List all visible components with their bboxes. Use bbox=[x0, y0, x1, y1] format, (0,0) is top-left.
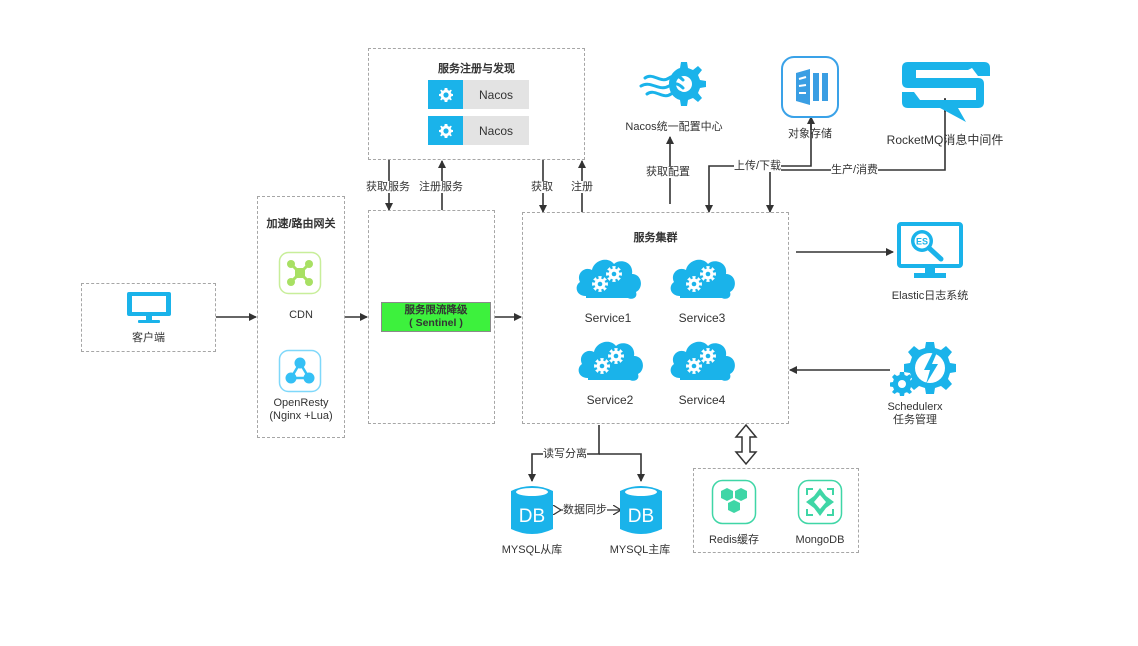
scheduler-gear-icon[interactable] bbox=[890, 338, 962, 400]
edge-label-rw-split: 读写分离 bbox=[543, 448, 587, 460]
gear-icon bbox=[438, 87, 453, 102]
nacos-label: Nacos bbox=[463, 116, 529, 145]
edge-label-register: 注册 bbox=[571, 181, 593, 193]
cluster-title: 服务集群 bbox=[633, 232, 678, 244]
elastic-search-icon[interactable]: ES bbox=[896, 221, 964, 283]
nacos-config-icon[interactable] bbox=[637, 58, 713, 114]
cluster-box: 服务集群 bbox=[522, 212, 789, 424]
sentinel-box bbox=[368, 210, 495, 424]
rocketmq-icon[interactable] bbox=[900, 58, 992, 124]
db-slave-label: MYSQL从库 bbox=[501, 544, 563, 556]
client-label: 客户端 bbox=[132, 332, 165, 344]
nacos-instance-2[interactable]: Nacos bbox=[428, 116, 529, 145]
cdn-label: CDN bbox=[289, 309, 313, 321]
edge-label-get: 获取 bbox=[531, 181, 553, 193]
gear-icon bbox=[438, 123, 453, 138]
openresty-label-line1: OpenResty bbox=[273, 397, 329, 409]
arrow-rw-split-master bbox=[599, 453, 645, 482]
config-center-label: Nacos统一配置中心 bbox=[625, 121, 723, 133]
client-box: 客户端 bbox=[81, 283, 216, 352]
cloud-gears-icon[interactable] bbox=[666, 334, 738, 386]
edge-label-produce-consume: 生产/消费 bbox=[831, 164, 879, 176]
scheduler-label-line2: 任务管理 bbox=[893, 414, 937, 426]
scheduler-label-line1: Schedulerx bbox=[887, 401, 943, 413]
sentinel-label-line2: ( Sentinel ) bbox=[409, 317, 463, 329]
registry-title: 服务注册与发现 bbox=[438, 63, 515, 75]
edge-label-get-config: 获取配置 bbox=[646, 166, 690, 178]
sentinel-label-line1: 服务限流降级 bbox=[404, 304, 468, 316]
cache-box: Redis缓存 MongoDB bbox=[693, 468, 859, 553]
edge-label-upload-download: 上传/下载 bbox=[734, 160, 782, 172]
sentinel-node[interactable]: 服务限流降级 ( Sentinel ) bbox=[381, 302, 491, 332]
edge-label-data-sync: 数据同步 bbox=[563, 504, 607, 516]
double-arrow-cache bbox=[734, 423, 758, 466]
gateway-box: 加速/路由网关 CDN OpenResty (Nginx +Lua) bbox=[257, 196, 345, 438]
elastic-label: Elastic日志系统 bbox=[891, 290, 969, 302]
mongodb-label: MongoDB bbox=[795, 534, 845, 546]
mongodb-icon[interactable] bbox=[797, 479, 843, 525]
monitor-icon bbox=[127, 292, 171, 323]
db-slave-icon[interactable]: DB bbox=[509, 484, 555, 536]
cloud-gears-icon[interactable] bbox=[666, 252, 738, 304]
es-badge: ES bbox=[916, 237, 928, 247]
cloud-gears-icon[interactable] bbox=[572, 252, 644, 304]
redis-icon[interactable] bbox=[711, 479, 757, 525]
edge-label-get-service: 获取服务 bbox=[366, 181, 410, 193]
db-master-icon[interactable]: DB bbox=[618, 484, 664, 536]
redis-label: Redis缓存 bbox=[708, 534, 760, 546]
nacos-instance-1[interactable]: Nacos bbox=[428, 80, 529, 109]
service-label: Service1 bbox=[584, 311, 632, 325]
cdn-network-icon[interactable] bbox=[278, 251, 322, 295]
registry-box: 服务注册与发现 Nacos Nacos bbox=[368, 48, 585, 160]
gateway-title: 加速/路由网关 bbox=[266, 218, 336, 230]
nacos-label: Nacos bbox=[463, 80, 529, 109]
rocketmq-label: RocketMQ消息中间件 bbox=[886, 133, 1004, 147]
db-master-label: MYSQL主库 bbox=[609, 544, 671, 556]
service-label: Service2 bbox=[586, 393, 634, 407]
service-label: Service4 bbox=[678, 393, 726, 407]
object-storage-icon[interactable] bbox=[780, 55, 840, 119]
db-text: DB bbox=[519, 506, 545, 527]
openresty-icon[interactable] bbox=[278, 349, 322, 393]
service-label: Service3 bbox=[678, 311, 726, 325]
cloud-gears-icon[interactable] bbox=[574, 334, 646, 386]
edge-label-register-service: 注册服务 bbox=[419, 181, 463, 193]
object-storage-label: 对象存储 bbox=[788, 128, 832, 140]
openresty-label-line2: (Nginx +Lua) bbox=[269, 410, 333, 422]
db-text: DB bbox=[628, 506, 654, 527]
